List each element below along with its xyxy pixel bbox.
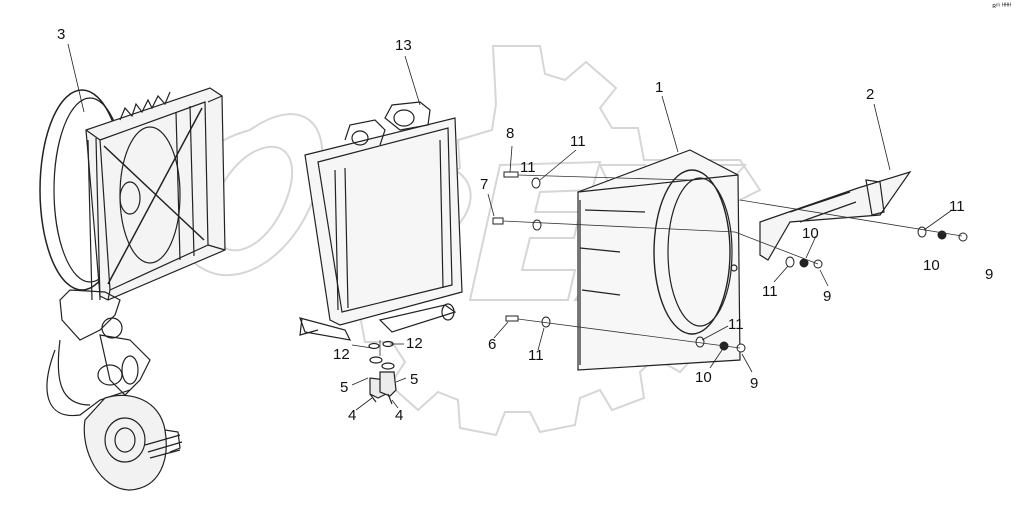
radiator [299, 101, 463, 341]
guard-plate [759, 170, 912, 261]
hose-fittings [368, 340, 397, 405]
callout-11-top: 11 [570, 133, 586, 150]
callout-3: 3 [57, 26, 66, 43]
callout-8: 8 [506, 125, 515, 142]
callout-11-upper: 11 [520, 159, 536, 176]
corner-mark: ʀᵐ ᴴᴴᴴ [992, 3, 1011, 10]
callout-9-right: 9 [985, 266, 994, 283]
callout-10-lower: 10 [695, 369, 712, 386]
callout-11-bottom: 11 [528, 347, 544, 364]
callout-11-mid: 11 [762, 283, 778, 300]
fan-shroud [577, 149, 741, 371]
callout-10-right: 10 [923, 257, 940, 274]
callout-12-left: 12 [333, 346, 350, 363]
callout-12-right: 12 [406, 335, 423, 352]
callout-11-right: 11 [949, 198, 965, 215]
callout-11-lower: 11 [728, 316, 744, 333]
callout-2: 2 [866, 86, 875, 103]
callout-5-right: 5 [410, 371, 419, 388]
callout-5-left: 5 [340, 379, 349, 396]
callout-4-left: 4 [348, 407, 357, 424]
leader-lines [67, 43, 953, 411]
callout-13: 13 [395, 37, 412, 54]
callout-10-mid: 10 [802, 225, 819, 242]
callout-9-mid: 9 [823, 288, 832, 305]
assembly-lines [379, 174, 963, 356]
callout-7: 7 [480, 176, 489, 193]
callout-9-lower: 9 [750, 375, 759, 392]
callout-1: 1 [655, 79, 664, 96]
callout-6: 6 [488, 336, 497, 353]
callout-4-right: 4 [395, 407, 404, 424]
fan-drive-assembly [39, 87, 226, 491]
